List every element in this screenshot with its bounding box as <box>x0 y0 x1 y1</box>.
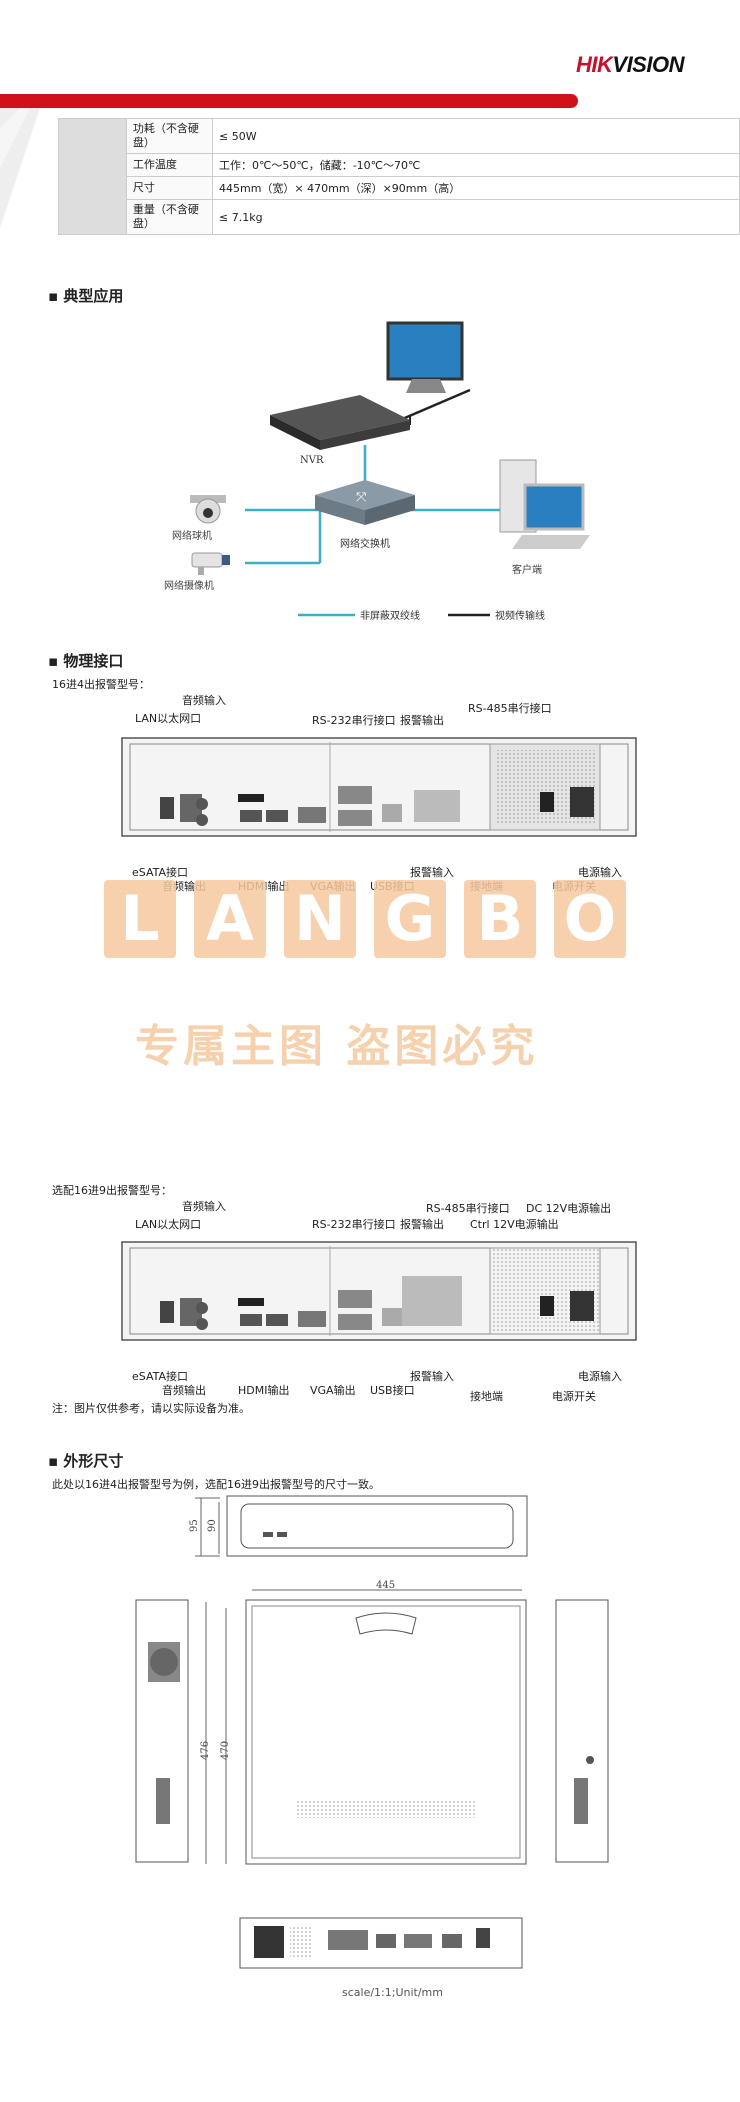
dim-445: 445 <box>376 1580 395 1591</box>
label-power-in: 电源输入 <box>578 866 622 879</box>
label-alarm-in: 报警输入 <box>410 866 454 879</box>
spec-table-blank <box>58 118 127 235</box>
table-row: 功耗（不含硬盘） ≤ 50W <box>58 118 740 235</box>
front-view-drawing: 95 90 <box>189 1495 528 1557</box>
rear-panel-1 <box>121 737 637 837</box>
label2-lan: LAN以太网口 <box>135 1218 202 1231</box>
table-row: 尺寸 445mm（宽）× 470mm（深）×90mm（高） <box>59 176 740 200</box>
label2-power-in: 电源输入 <box>578 1370 622 1383</box>
model1-caption: 16进4出报警型号： <box>52 678 150 691</box>
label-esata: eSATA接口 <box>132 866 189 879</box>
label-audio-in: 音频输入 <box>182 694 226 707</box>
label2-usb: USB接口 <box>370 1384 415 1397</box>
label-lan: LAN以太网口 <box>135 712 202 725</box>
label2-ctrl12: Ctrl 12V电源输出 <box>470 1218 559 1231</box>
top-view-drawing: 476 470 445 <box>135 1580 609 1865</box>
nvr-label: NVR <box>300 455 324 466</box>
section-typical-title: ▪ 典型应用 <box>48 287 124 305</box>
section-dimensions-title: ▪ 外形尺寸 <box>48 1452 124 1470</box>
svg-text:⤧: ⤧ <box>356 490 367 505</box>
legend-utp: 非屏蔽双绞线 <box>360 609 420 622</box>
table-row: 重量（不含硬盘） ≤ 7.1kg <box>59 199 740 235</box>
label2-alarm-out: 报警输出 <box>400 1218 444 1231</box>
table-row: 工作温度 工作：0℃～50℃，储藏：-10℃～70℃ <box>59 153 740 177</box>
label-alarm-out: 报警输出 <box>400 714 444 727</box>
rear-view-drawing <box>239 1917 523 1969</box>
switch-label: 网络交换机 <box>340 537 390 550</box>
label2-alarm-in: 报警输入 <box>410 1370 454 1383</box>
dim-90: 90 <box>207 1519 218 1532</box>
label2-audio-in: 音频输入 <box>182 1200 226 1213</box>
nvr-icon <box>270 395 410 450</box>
label2-rs232: RS-232串行接口 <box>312 1218 396 1231</box>
label2-rs485: RS-485串行接口 <box>426 1202 510 1215</box>
brand-logo: HIKVISION <box>576 52 684 77</box>
dim-476: 476 <box>200 1741 211 1760</box>
section-physical-title: ▪ 物理接口 <box>48 652 124 670</box>
corner-decoration <box>0 108 40 228</box>
client-pc-icon <box>499 459 590 549</box>
client-label: 客户端 <box>512 563 542 576</box>
rear-panel-2 <box>121 1241 637 1341</box>
dim-95: 95 <box>189 1519 200 1532</box>
dimensions-desc: 此处以16进4出报警型号为例，选配16进9出报警型号的尺寸一致。 <box>52 1478 380 1491</box>
label2-dc12: DC 12V电源输出 <box>526 1202 612 1215</box>
legend-video: 视频传输线 <box>495 609 545 622</box>
monitor-icon <box>386 321 464 393</box>
watermark-text: 专属主图 盗图必究 <box>135 1021 539 1072</box>
image-note: 注：图片仅供参考，请以实际设备为准。 <box>52 1402 250 1415</box>
spec-table: 功耗（不含硬盘） ≤ 50W 工作温度 工作：0℃～50℃，储藏：-10℃～70… <box>58 118 740 235</box>
label2-hdmi: HDMI输出 <box>238 1384 290 1397</box>
bullet-camera-icon <box>191 552 230 575</box>
scale-note: scale/1:1;Unit/mm <box>342 1986 443 1999</box>
label-rs232: RS-232串行接口 <box>312 714 396 727</box>
dim-470: 470 <box>220 1741 231 1760</box>
dome-camera-label: 网络球机 <box>172 529 212 542</box>
label2-power-sw: 电源开关 <box>552 1390 596 1403</box>
label-rs485: RS-485串行接口 <box>468 702 552 715</box>
header-red-bar <box>0 94 578 108</box>
model2-caption: 选配16进9出报警型号： <box>52 1184 172 1197</box>
label2-esata: eSATA接口 <box>132 1370 189 1383</box>
label2-ground: 接地端 <box>470 1390 503 1403</box>
dome-camera-icon <box>190 495 226 524</box>
watermark-logo: L A N G B O <box>104 880 626 958</box>
label2-audio-out: 音频输出 <box>162 1384 206 1397</box>
label2-vga: VGA输出 <box>310 1384 356 1397</box>
switch-icon: ⤧ <box>315 480 415 525</box>
bullet-camera-label: 网络摄像机 <box>164 579 214 592</box>
network-diagram: NVR ⤧ 网络交换机 网络球机 网络摄像机 客户端 非屏蔽双绞线 视频传输线 <box>164 321 590 622</box>
